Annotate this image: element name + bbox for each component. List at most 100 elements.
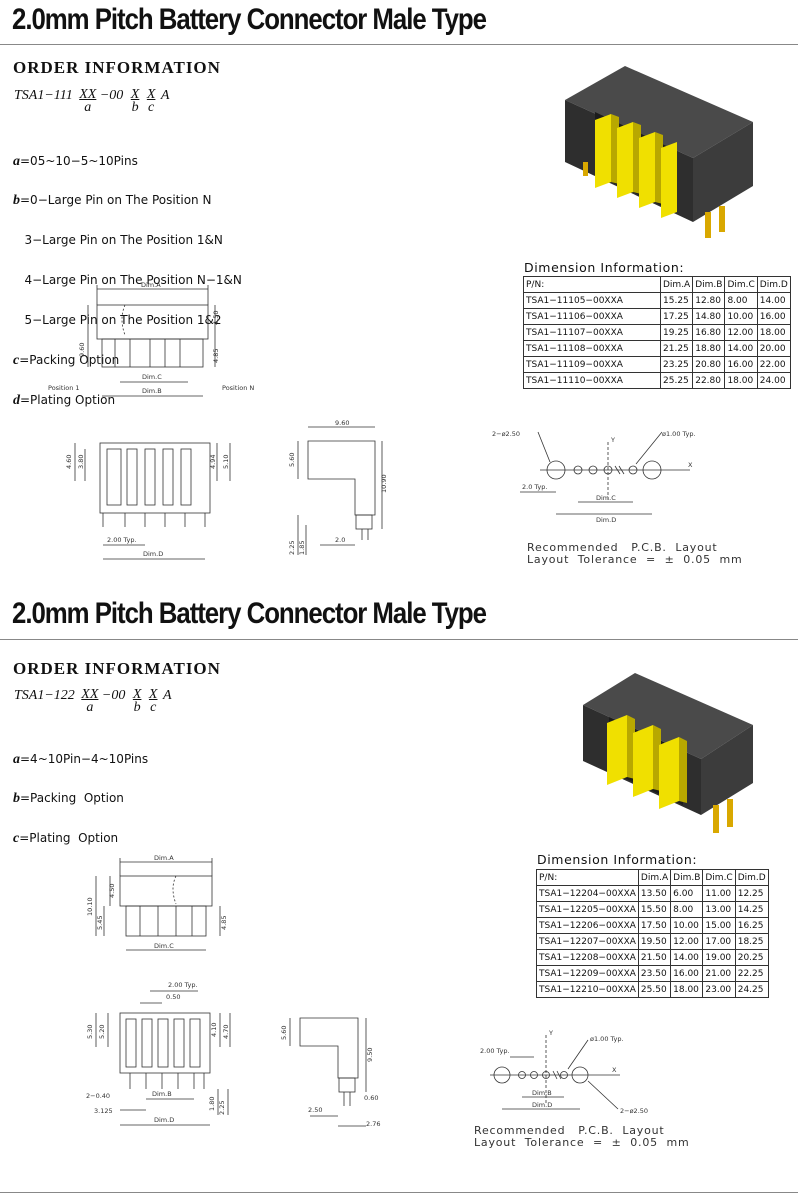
table-cell: 21.00 [702, 965, 736, 982]
table-cell: 24.25 [734, 981, 769, 998]
battery-contact-pins [607, 715, 687, 809]
header-cell: Dim.B [670, 869, 704, 886]
table-cell: 17.00 [702, 933, 736, 950]
option-text: =05~10−5~10Pins [20, 153, 138, 168]
part-b: X [132, 687, 142, 702]
dim-3125-label: 3.125 [94, 1107, 113, 1115]
table-cell: 24.00 [756, 372, 791, 389]
dim-960-label: 9.60 [78, 343, 86, 357]
table-cell: 15.25 [659, 292, 694, 309]
table-cell: 20.80 [692, 356, 726, 373]
header-cell: P/N: [536, 869, 639, 886]
table-cell: 13.00 [702, 901, 736, 918]
dim-485-label: 4.85 [220, 916, 228, 930]
option-text: =Plating Option [20, 392, 116, 407]
dim-510-label: 5.10 [222, 455, 230, 469]
table-cell: 14.00 [724, 340, 758, 357]
table-cell: 23.25 [659, 356, 694, 373]
part-a: XX [81, 687, 99, 702]
table-cell: 12.00 [670, 933, 704, 950]
option-line: 4−Large Pin on The Position N−1&N [13, 273, 242, 288]
option-text: =4~10Pin−4~10Pins [20, 751, 149, 766]
table-cell: TSA1−12210−00XXA [536, 981, 639, 998]
pitch-typ-label: 2.00 Typ. [168, 981, 198, 989]
table-cell: 15.00 [702, 917, 736, 934]
side-225-label: 2.25 [288, 541, 296, 555]
table-cell: 22.00 [756, 356, 791, 373]
connector-render [565, 66, 753, 238]
option-key: c [13, 353, 20, 369]
side-950-label: 9.50 [366, 1048, 374, 1062]
table-cell: 25.50 [637, 981, 672, 998]
table-cell: TSA1−12206−00XXA [536, 917, 639, 934]
option-key: b [13, 791, 20, 807]
dim-c-label: Dim.C [142, 373, 162, 381]
option-line: c=Packing Option [13, 353, 242, 369]
option-line: a=4~10Pin−4~10Pins [13, 751, 149, 766]
dim-460-label: 4.60 [65, 455, 73, 469]
part-a-label: a [84, 100, 92, 115]
dim-450-label: 4.50 [108, 884, 116, 898]
table-cell: 19.00 [702, 949, 736, 966]
dim-380-label: 3.80 [77, 455, 85, 469]
option-text: 4−Large Pin on The Position N−1&N [13, 273, 242, 288]
table-cell: 12.80 [692, 292, 726, 309]
dim-b-label: Dim.B [152, 1090, 172, 1098]
header-cell: P/N: [523, 276, 661, 293]
part-prefix: TSA1−111 [14, 88, 73, 103]
table-cell: 16.25 [734, 917, 769, 934]
order-heading: ORDER INFORMATION [13, 58, 221, 77]
table-cell: 13.50 [637, 885, 672, 902]
part-a-label: a [86, 700, 94, 715]
option-line: c=Plating Option [13, 831, 148, 846]
title-divider [0, 639, 798, 640]
part-suffix: A [160, 88, 170, 103]
pcb-layout-drawing: 2.00 Typ. ø1.00 Typ. 2−ø2.50 Dim.B Dim.D… [480, 1029, 648, 1115]
dim-a-label: Dim.A [154, 854, 174, 862]
dim-a-label: Dim.A [141, 281, 161, 289]
side-1090-label: 10.90 [380, 474, 388, 493]
table-cell: TSA1−11107−00XXA [523, 324, 661, 341]
side-960-label: 9.60 [335, 419, 349, 427]
table-cell: TSA1−12208−00XXA [536, 949, 639, 966]
side-view-drawing: 9.60 5.60 10.90 2.25 1.85 2.0 [288, 419, 388, 555]
position-n-label: Position N [222, 384, 254, 392]
part-c: X [148, 687, 158, 702]
pcb-dim-d-label: Dim.D [596, 516, 616, 524]
table-cell: 12.00 [724, 324, 758, 341]
part-b-label: b [131, 100, 139, 115]
pcb-2250-label: 2−ø2.50 [492, 430, 520, 438]
dim-494-label: 4.94 [209, 455, 217, 469]
pcb-layout-drawing: 2−ø2.50 ø1.00 Typ. 2.0 Typ. Dim.C Dim.D … [492, 430, 696, 524]
table-cell: 14.25 [734, 901, 769, 918]
dim-d-label: Dim.D [154, 1116, 174, 1124]
header-cell: Dim.D [756, 276, 791, 293]
table-cell: TSA1−11109−00XXA [523, 356, 661, 373]
pcb-caption: Recommended P.C.B. Layout Layout Toleran… [527, 541, 743, 566]
part-prefix: TSA1−122 [14, 688, 75, 703]
option-line: 3−Large Pin on The Position 1&N [13, 234, 242, 247]
table-cell: 8.00 [724, 292, 758, 309]
option-text: =Plating Option [19, 831, 119, 846]
option-text: =Packing Option [19, 353, 120, 368]
table-cell: 21.50 [637, 949, 672, 966]
option-text: =Packing Option [20, 791, 124, 806]
table-cell: TSA1−12205−00XXA [536, 901, 639, 918]
dim-c-label: Dim.C [154, 942, 174, 950]
table-cell: 16.00 [756, 308, 791, 325]
table-header-row: P/N: Dim.A Dim.B Dim.C Dim.D [536, 869, 769, 886]
dim-1010-label: 10.10 [86, 897, 94, 916]
table-cell: 18.00 [756, 324, 791, 341]
table-header-row: P/N: Dim.A Dim.B Dim.C Dim.D [523, 276, 791, 293]
side-185-label: 1.85 [298, 541, 306, 555]
pcb-200typ-label: 2.00 Typ. [480, 1047, 510, 1055]
option-text: 3−Large Pin on The Position 1&N [13, 233, 223, 248]
header-cell: Dim.A [659, 276, 694, 293]
